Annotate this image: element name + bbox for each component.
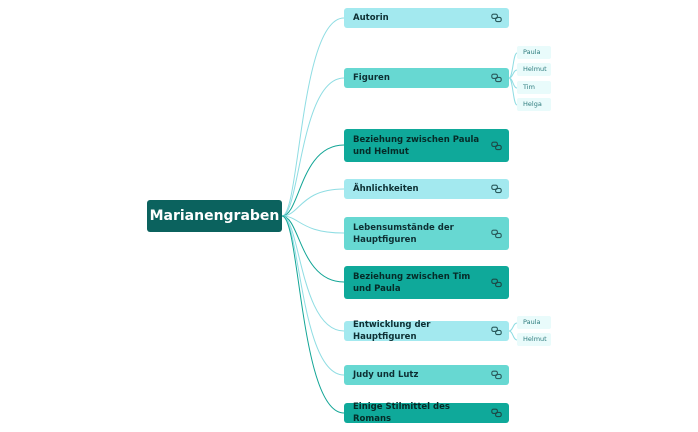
connector-stilmittel bbox=[281, 215, 345, 414]
connector-entwicklung bbox=[281, 215, 345, 332]
branch-label: Autorin bbox=[353, 13, 389, 23]
branch-label: Ähnlichkeiten bbox=[353, 184, 419, 194]
entwicklung-child-paula[interactable]: Paula bbox=[517, 316, 551, 329]
branch-label: Beziehung zwischen Tim und Paula bbox=[353, 271, 471, 294]
entwicklung-child-helmut[interactable]: Helmut bbox=[517, 333, 551, 346]
connector-beziehung-tim-paula bbox=[281, 215, 345, 283]
branch-stilmittel[interactable]: Einige Stilmittel des Romans bbox=[344, 402, 509, 424]
link-icon[interactable] bbox=[491, 370, 502, 380]
figuren-child-tim[interactable]: Tim bbox=[517, 81, 551, 94]
link-icon[interactable] bbox=[491, 73, 502, 83]
connector-autorin bbox=[281, 17, 345, 217]
branch-label: Judy und Lutz bbox=[353, 370, 419, 380]
branch-label: Figuren bbox=[353, 73, 390, 83]
branch-beziehung-paula-helmut[interactable]: Beziehung zwischen Paula und Helmut bbox=[344, 129, 509, 162]
branch-figuren[interactable]: Figuren bbox=[344, 68, 509, 88]
link-icon[interactable] bbox=[491, 13, 502, 23]
connector-lebensumstaende bbox=[281, 215, 345, 234]
connector-beziehung-paula-helmut bbox=[281, 144, 345, 217]
connector-figuren bbox=[281, 77, 345, 217]
link-icon[interactable] bbox=[491, 141, 502, 151]
branch-beziehung-tim-paula[interactable]: Beziehung zwischen Tim und Paula bbox=[344, 266, 509, 299]
connector-figuren-helga bbox=[508, 77, 518, 106]
connector-aehnlichkeiten bbox=[281, 188, 345, 217]
connector-entwicklung-helmut bbox=[508, 330, 518, 341]
figuren-child-helga[interactable]: Helga bbox=[517, 98, 551, 111]
branch-autorin[interactable]: Autorin bbox=[344, 8, 509, 28]
branch-label: Entwicklung der Hauptfiguren bbox=[353, 320, 431, 342]
branch-judy-lutz[interactable]: Judy und Lutz bbox=[344, 365, 509, 385]
figuren-child-paula[interactable]: Paula bbox=[517, 46, 551, 59]
link-icon[interactable] bbox=[491, 326, 502, 336]
link-icon[interactable] bbox=[491, 229, 502, 239]
link-icon[interactable] bbox=[491, 184, 502, 194]
branch-label: Einige Stilmittel des Romans bbox=[353, 402, 450, 424]
link-icon[interactable] bbox=[491, 278, 502, 288]
figuren-child-helmut[interactable]: Helmut bbox=[517, 63, 551, 76]
link-icon[interactable] bbox=[491, 408, 502, 418]
connector-entwicklung-paula bbox=[508, 322, 518, 332]
branch-lebensumstaende[interactable]: Lebensumstände der Hauptfiguren bbox=[344, 217, 509, 250]
branch-label: Beziehung zwischen Paula und Helmut bbox=[353, 134, 480, 157]
root-node[interactable]: Marianengraben bbox=[147, 200, 282, 232]
branch-entwicklung[interactable]: Entwicklung der Hauptfiguren bbox=[344, 320, 509, 342]
branch-aehnlichkeiten[interactable]: Ähnlichkeiten bbox=[344, 179, 509, 199]
branch-label: Lebensumstände der Hauptfiguren bbox=[353, 222, 454, 245]
